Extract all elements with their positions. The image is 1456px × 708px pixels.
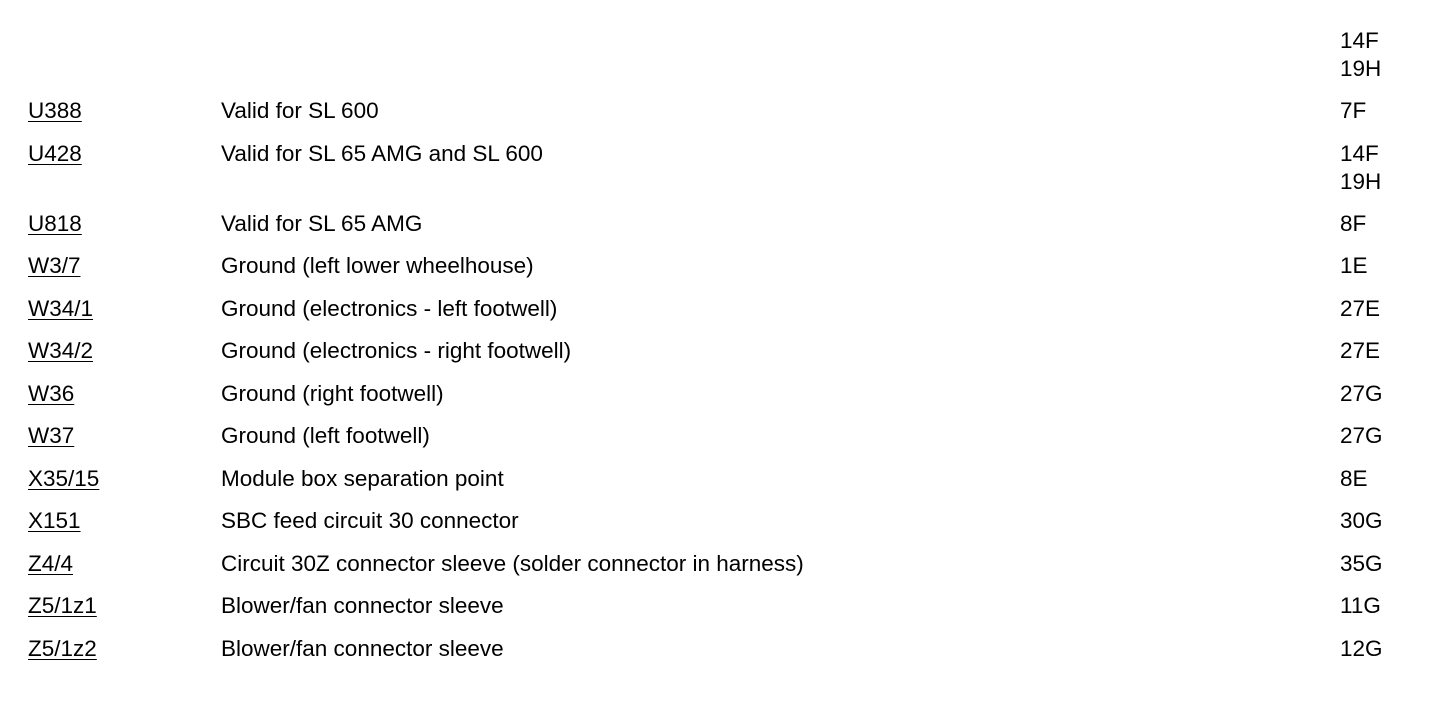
grid-reference: 8F <box>1340 211 1367 236</box>
grid-references: 8E <box>1340 465 1368 493</box>
grid-reference: 14F <box>1340 28 1379 53</box>
component-code-link[interactable]: Z4/4 <box>28 551 74 576</box>
component-description: Circuit 30Z connector sleeve (solder con… <box>221 551 804 576</box>
component-code-link[interactable]: W34/2 <box>28 338 94 363</box>
grid-reference: 7F <box>1340 98 1367 123</box>
grid-references: 14F 19H <box>1340 27 1381 83</box>
component-description: Blower/fan connector sleeve <box>221 636 504 661</box>
grid-reference: 35G <box>1340 551 1383 576</box>
grid-references: 27E <box>1340 295 1380 323</box>
component-code-link[interactable]: Z5/1z2 <box>28 636 97 661</box>
grid-reference: 19H <box>1340 169 1382 194</box>
grid-reference: 27G <box>1340 423 1383 448</box>
grid-reference: 27E <box>1340 296 1381 321</box>
component-code-link[interactable]: U818 <box>28 211 82 236</box>
component-description: Valid for SL 600 <box>221 98 379 123</box>
component-code-link[interactable]: W3/7 <box>28 253 81 278</box>
component-code-link[interactable]: X151 <box>28 508 81 533</box>
component-code-link[interactable]: W36 <box>28 381 75 406</box>
component-description: Valid for SL 65 AMG and SL 600 <box>221 141 543 166</box>
component-code-link[interactable]: W34/1 <box>28 296 94 321</box>
grid-references: 7F <box>1340 97 1366 125</box>
component-description: Ground (electronics - right footwell) <box>221 338 572 363</box>
component-code-link[interactable]: U388 <box>28 98 82 123</box>
grid-references: 27E <box>1340 337 1380 365</box>
grid-references: 27G <box>1340 422 1383 450</box>
grid-reference: 12G <box>1340 636 1383 661</box>
component-code-link[interactable]: W37 <box>28 423 75 448</box>
grid-references: 14F 19H <box>1340 140 1381 196</box>
grid-reference: 19H <box>1340 56 1382 81</box>
grid-reference: 27G <box>1340 381 1383 406</box>
grid-references: 35G <box>1340 550 1383 578</box>
component-description: Ground (electronics - left footwell) <box>221 296 558 321</box>
grid-reference: 27E <box>1340 338 1381 363</box>
grid-reference: 1E <box>1340 253 1368 278</box>
grid-references: 27G <box>1340 380 1383 408</box>
component-description: SBC feed circuit 30 connector <box>221 508 519 533</box>
grid-references: 30G <box>1340 507 1383 535</box>
component-code-link[interactable]: Z5/1z1 <box>28 593 97 618</box>
grid-reference: 30G <box>1340 508 1383 533</box>
component-description: Module box separation point <box>221 466 504 491</box>
component-description: Valid for SL 65 AMG <box>221 211 423 236</box>
grid-reference: 8E <box>1340 466 1368 491</box>
component-code-link[interactable]: U428 <box>28 141 82 166</box>
grid-references: 12G <box>1340 635 1383 663</box>
component-description: Ground (right footwell) <box>221 381 444 406</box>
component-description: Blower/fan connector sleeve <box>221 593 504 618</box>
grid-reference: 14F <box>1340 141 1379 166</box>
component-description: Ground (left lower wheelhouse) <box>221 253 534 278</box>
grid-references: 8F <box>1340 210 1366 238</box>
grid-references: 11G <box>1340 592 1381 620</box>
grid-reference: 11G <box>1340 593 1381 618</box>
component-code-link[interactable]: X35/15 <box>28 466 100 491</box>
component-description: Ground (left footwell) <box>221 423 430 448</box>
grid-references: 1E <box>1340 252 1368 280</box>
